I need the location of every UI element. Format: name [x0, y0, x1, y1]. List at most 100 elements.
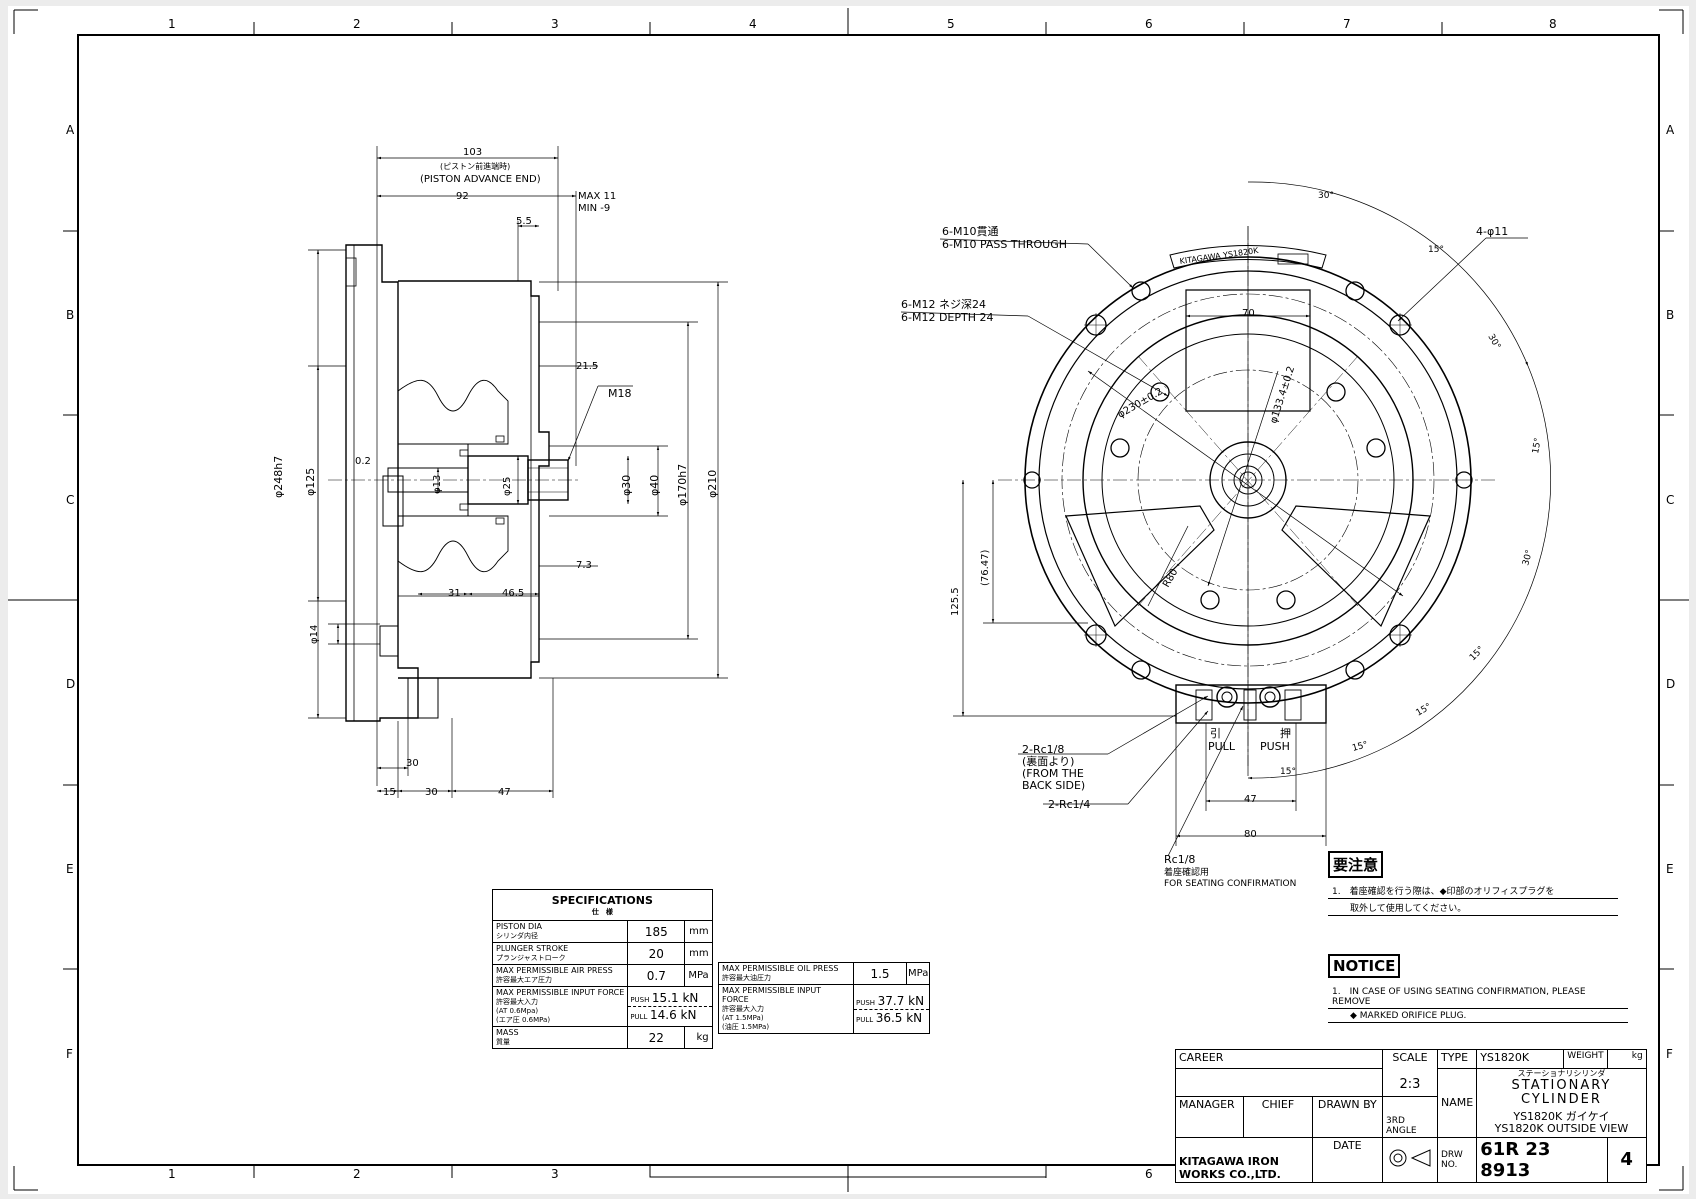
drawing-number: 61R 23 8913 — [1476, 1136, 1608, 1183]
notice-en-title: NOTICE — [1328, 954, 1401, 978]
dim-125-5: 125.5 — [950, 587, 961, 616]
dim-47-front: 47 — [1244, 794, 1257, 805]
spec-title: SPECIFICATIONS 仕 様 — [492, 889, 713, 921]
revision: 4 — [1606, 1136, 1647, 1183]
dim-76: (76.47) — [980, 549, 991, 586]
callout-seating-en: FOR SEATING CONFIRMATION — [1164, 879, 1296, 889]
col-label: 1 — [168, 17, 176, 31]
dim-133: φ133.4±0.2 — [1268, 365, 1297, 425]
callout-rc14: 2-Rc1/4 — [1048, 798, 1090, 811]
row-label: A — [66, 123, 75, 137]
port-push-jp: 押 — [1280, 726, 1291, 740]
weight-label: WEIGHT — [1563, 1049, 1608, 1069]
type-label: TYPE — [1436, 1049, 1478, 1069]
notice-en: NOTICE 1. IN CASE OF USING SEATING CONFI… — [1328, 954, 1628, 1023]
angle-30-a: 30° — [1318, 191, 1334, 201]
notice-jp: 要注意 1. 着座確認を行う際は、◆印部のオリフィスプラグを 取外して使用してく… — [1328, 851, 1618, 916]
col-label: 8 — [1549, 17, 1557, 31]
col-label: 2 — [353, 1167, 361, 1181]
dim-m18: M18 — [608, 387, 632, 400]
notice-en-line1: 1. IN CASE OF USING SEATING CONFIRMATION… — [1328, 984, 1628, 1009]
col-label: 3 — [551, 1167, 559, 1181]
angle-30-c: 30° — [1521, 549, 1535, 567]
col-label: 6 — [1145, 1167, 1153, 1181]
company-name: KITAGAWA IRON WORKS CO.,LTD. — [1175, 1136, 1313, 1183]
callout-m12-en: 6-M12 DEPTH 24 — [901, 311, 994, 324]
weight-unit: kg — [1606, 1049, 1647, 1069]
row-label: E — [1666, 862, 1674, 876]
dim-30-a: 30 — [406, 758, 419, 769]
col-label: 7 — [1343, 17, 1351, 31]
port-push-en: PUSH — [1260, 740, 1290, 753]
angle-15-d: 15° — [1415, 702, 1434, 719]
dim-21-5: 21.5 — [576, 361, 598, 372]
angle-15-f: 15° — [1280, 767, 1296, 777]
dim-47: 47 — [498, 787, 511, 798]
col-label: 2 — [353, 17, 361, 31]
type-value: YS1820K — [1476, 1049, 1565, 1069]
manager-label: MANAGER — [1174, 1095, 1245, 1138]
dim-80-front: 80 — [1244, 829, 1257, 840]
col-label: 5 — [947, 17, 955, 31]
callout-m12-jp: 6-M12 ネジ深24 — [901, 298, 986, 311]
row-label: C — [1666, 493, 1674, 507]
dim-13: φ13 — [432, 475, 443, 494]
angle-15-b: 15° — [1531, 437, 1544, 454]
col-label: 4 — [749, 17, 757, 31]
callout-seating-jp: 着座確認用 — [1164, 866, 1209, 878]
projection-symbol-cell — [1382, 1136, 1438, 1183]
dim-advance-en: (PISTON ADVANCE END) — [420, 174, 541, 185]
dim-advance-jp: (ピストン前進端時) — [440, 161, 510, 171]
dim-r80: R80 — [1161, 567, 1180, 590]
col-label: 6 — [1145, 17, 1153, 31]
side-view-geometry — [328, 244, 578, 722]
dim-92: 92 — [456, 191, 469, 202]
dim-248: φ248h7 — [272, 456, 285, 498]
drawing-sheet: 1 2 3 4 5 6 7 8 1 2 3 6 7 8 A B C D E F … — [8, 6, 1689, 1194]
third-angle-projection-icon — [1389, 1149, 1431, 1167]
dim-max: MAX 11 — [578, 191, 616, 202]
dim-min: MIN -9 — [578, 203, 610, 214]
port-pull-jp: 引 — [1210, 726, 1221, 740]
callout-m10-jp: 6-M10貫通 — [942, 225, 998, 238]
dim-40: φ40 — [648, 475, 661, 496]
callout-holes: 4-φ11 — [1476, 225, 1508, 238]
callout-m10-en: 6-M10 PASS THROUGH — [942, 238, 1067, 251]
projection-label: 3RD ANGLE — [1382, 1095, 1438, 1138]
front-view-dimension-lines — [900, 181, 1551, 857]
career-label: CAREER — [1175, 1049, 1383, 1069]
row-label: B — [1666, 308, 1674, 322]
notice-jp-title: 要注意 — [1328, 851, 1384, 878]
dim-30: φ30 — [620, 475, 633, 496]
row-label: B — [66, 308, 74, 322]
sheet-border — [8, 8, 1689, 1192]
dim-125: φ125 — [304, 468, 317, 496]
col-label: 1 — [168, 1167, 176, 1181]
row-label: F — [1666, 1047, 1673, 1061]
callout-rc18-single: Rc1/8 — [1164, 853, 1195, 866]
callout-rc18-2: (裏面より) — [1022, 754, 1074, 768]
name-label: NAME — [1436, 1068, 1478, 1138]
dim-25: φ25 — [502, 477, 513, 496]
spec-title-en: SPECIFICATIONS — [551, 893, 653, 907]
drawn-by-label: DRAWN BY — [1311, 1095, 1384, 1138]
row-label: D — [66, 677, 75, 691]
notice-jp-line1: 1. 着座確認を行う際は、◆印部のオリフィスプラグを — [1328, 884, 1618, 899]
dim-70: 70 — [1242, 308, 1255, 319]
dim-0-2: 0.2 — [355, 456, 371, 467]
callout-rc18-3: (FROM THE — [1022, 767, 1084, 780]
row-label: C — [66, 493, 74, 507]
angle-15-e: 15° — [1351, 740, 1369, 754]
nameplate-text: KITAGAWA YS1820K — [1179, 246, 1260, 266]
side-view-dimension-text: 103 (ピストン前進端時) (PISTON ADVANCE END) 92 M… — [272, 147, 719, 798]
dim-210: φ210 — [706, 470, 719, 498]
row-label: E — [66, 862, 74, 876]
